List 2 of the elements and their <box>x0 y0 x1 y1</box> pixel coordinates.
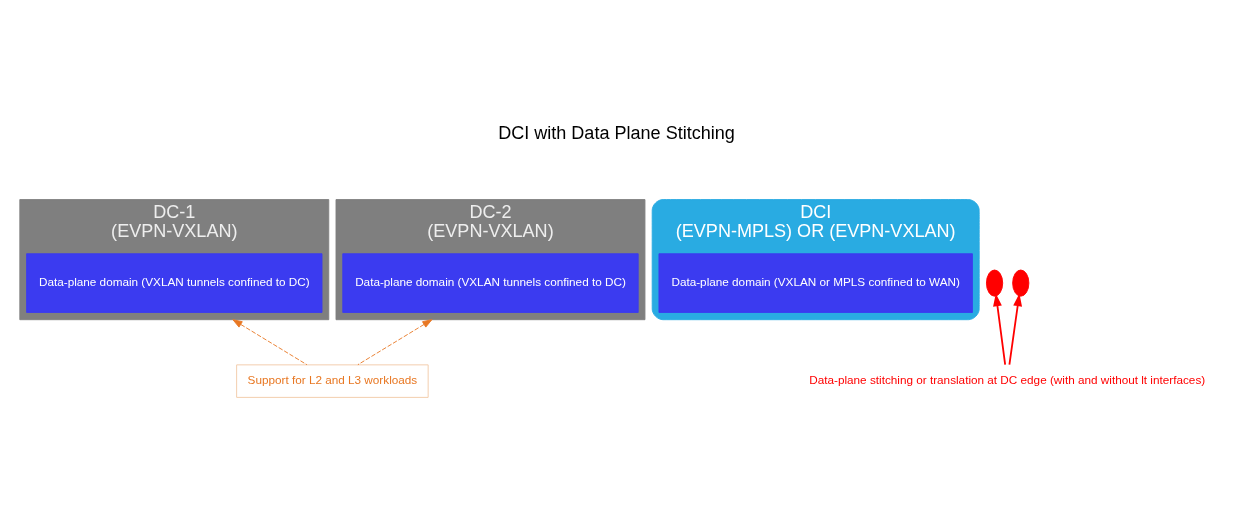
diagram-title: DCI with Data Plane Stitching <box>498 122 735 143</box>
node-text: Data-plane stitching or translation at DC edge (with and without lt interfaces) <box>809 373 1206 387</box>
